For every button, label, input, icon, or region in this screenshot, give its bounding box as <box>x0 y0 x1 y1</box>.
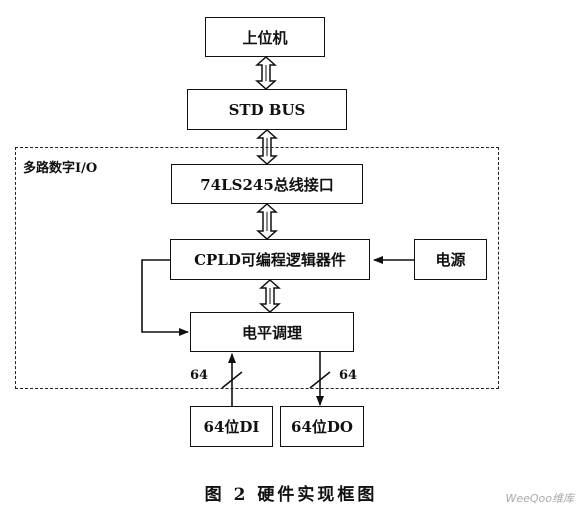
node-level: 电平调理 <box>190 312 354 352</box>
bus-slash-out <box>309 371 331 389</box>
watermark-logo: WeeQoo维库 <box>505 492 574 505</box>
node-di: 64位DI <box>190 406 273 447</box>
node-do: 64位DO <box>280 406 364 447</box>
node-interface: 74LS245总线接口 <box>171 164 363 204</box>
edge-cpld-loop-to-level <box>141 259 189 336</box>
bus-width-out-label: 64 <box>339 368 358 383</box>
node-std-bus: STD BUS <box>187 89 347 130</box>
figure-caption: 图 2 硬件实现框图 <box>204 485 378 505</box>
bus-slash-in <box>221 371 243 389</box>
bus-width-in-label: 64 <box>190 368 209 383</box>
node-power: 电源 <box>414 239 487 280</box>
node-host: 上位机 <box>205 17 325 57</box>
node-cpld: CPLD可编程逻辑器件 <box>170 239 370 280</box>
digital-io-group-box <box>15 147 499 389</box>
digital-io-group-label: 多路数字I/O <box>23 161 98 176</box>
